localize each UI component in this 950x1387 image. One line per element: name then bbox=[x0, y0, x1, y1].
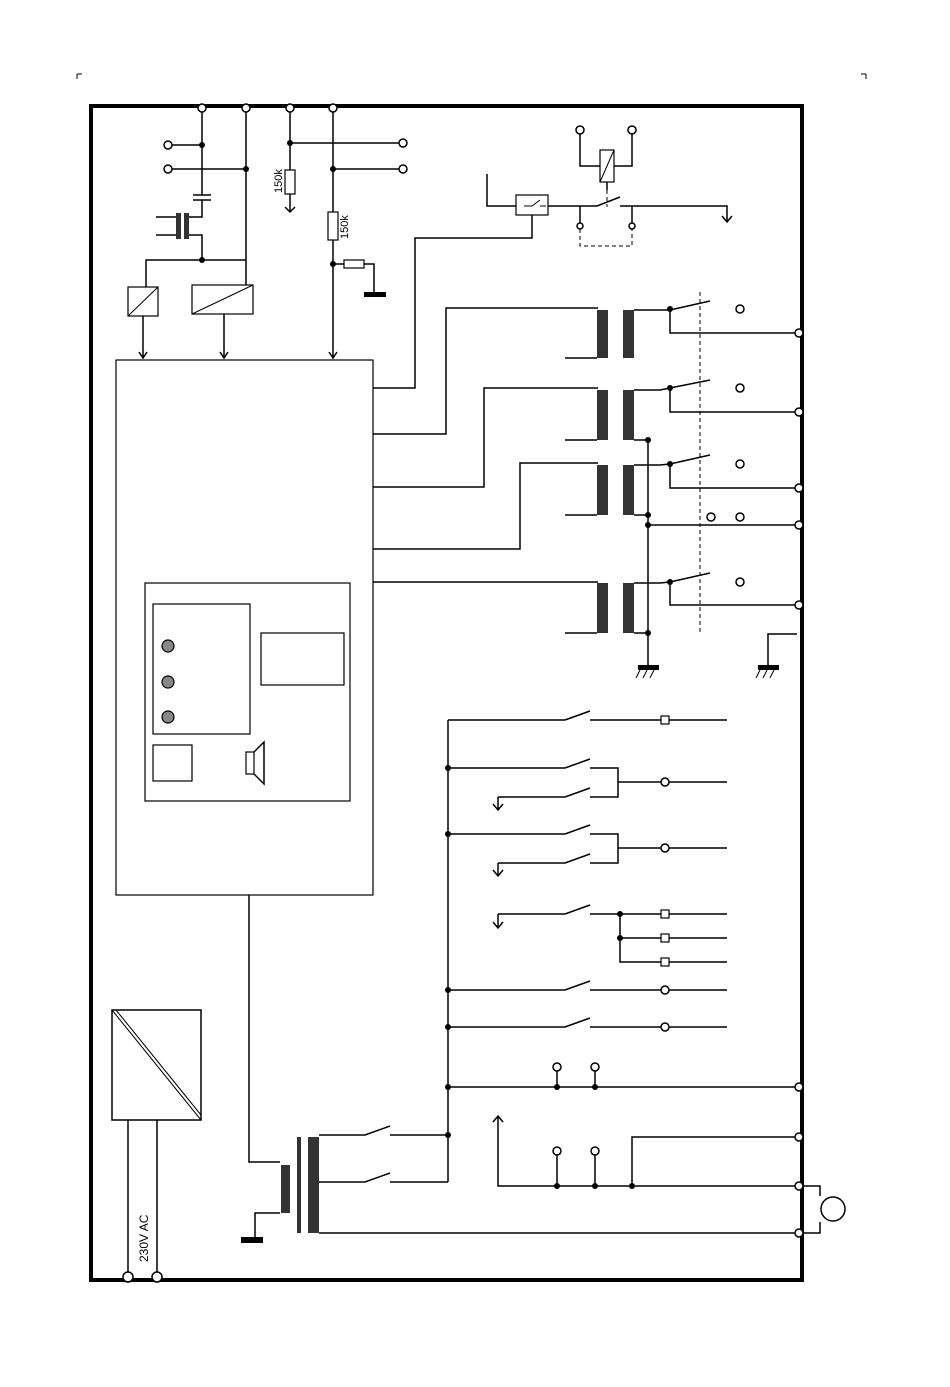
input-section: 150k 150k bbox=[128, 104, 407, 358]
edge-terminal-5 bbox=[795, 601, 803, 609]
output-transformer-1-secondary bbox=[623, 310, 634, 358]
indicator-led-2 bbox=[162, 676, 174, 688]
resistor-1-label: 150k bbox=[273, 169, 285, 193]
bus-terminal-4 bbox=[591, 1147, 599, 1155]
relay-contact-terminal-2 bbox=[629, 223, 635, 229]
output-transformer-4-secondary bbox=[623, 583, 634, 633]
power-transformer-primary bbox=[281, 1165, 290, 1213]
bus-terminal-3 bbox=[553, 1147, 561, 1155]
resistor-3 bbox=[344, 260, 364, 268]
resistor-2-label: 150k bbox=[339, 215, 351, 239]
bus-terminal-2 bbox=[591, 1063, 599, 1071]
output-transformer-3-secondary bbox=[623, 465, 634, 515]
top-terminal-4 bbox=[329, 104, 337, 112]
power-edge-terminal-3 bbox=[795, 1182, 803, 1190]
relay-contact-terminal-1 bbox=[577, 223, 583, 229]
contact-5-terminal bbox=[661, 986, 669, 994]
output-transformer-4-primary bbox=[597, 583, 608, 633]
indicator-led-1 bbox=[162, 640, 174, 652]
mains-terminal-1 bbox=[123, 1272, 133, 1282]
mains-label: 230V AC bbox=[137, 1214, 151, 1262]
output-transformer-3-primary bbox=[597, 465, 608, 515]
power-supply: 230V AC bbox=[112, 1010, 201, 1282]
ground-symbol-3 bbox=[758, 665, 779, 670]
output-transformer-1-primary bbox=[597, 310, 608, 358]
out-switch-3-terminal bbox=[736, 460, 744, 468]
keypad-box bbox=[153, 745, 192, 781]
top-terminal-2 bbox=[242, 104, 250, 112]
contact-4-terminal-2 bbox=[661, 934, 669, 942]
power-edge-terminal-2 bbox=[795, 1133, 803, 1141]
power-edge-terminal-4 bbox=[795, 1229, 803, 1237]
input-transformer bbox=[156, 213, 202, 260]
display-window bbox=[261, 633, 344, 685]
ground-symbol-4 bbox=[241, 1237, 263, 1243]
main-control-unit bbox=[116, 360, 373, 895]
indicator-led-3 bbox=[162, 711, 174, 723]
relay-coil-terminal-2 bbox=[628, 126, 636, 134]
left-terminal-2 bbox=[164, 165, 172, 173]
out-switch-2-terminal bbox=[736, 384, 744, 392]
contact-6-terminal bbox=[661, 1023, 669, 1031]
contact-4-terminal-1 bbox=[661, 910, 669, 918]
ground-symbol-2 bbox=[638, 665, 659, 670]
contact-4-terminal-3 bbox=[661, 958, 669, 966]
output-transformer-2-primary bbox=[597, 390, 608, 440]
edge-terminal-1 bbox=[795, 329, 803, 337]
top-terminal-3 bbox=[286, 104, 294, 112]
mains-terminal-2 bbox=[152, 1272, 162, 1282]
crop-marks bbox=[77, 74, 866, 79]
right-terminal-1 bbox=[399, 139, 407, 147]
common-terminal-2 bbox=[736, 513, 744, 521]
output-transformers bbox=[373, 292, 803, 678]
external-lamp bbox=[821, 1197, 845, 1221]
power-transformer-section bbox=[241, 895, 845, 1243]
contact-3-terminal bbox=[661, 844, 669, 852]
edge-terminal-2 bbox=[795, 408, 803, 416]
ground-symbol-1 bbox=[364, 292, 386, 297]
contact-bank bbox=[445, 711, 727, 1182]
edge-terminal-4 bbox=[795, 521, 803, 529]
bus-terminal-1 bbox=[553, 1063, 561, 1071]
power-transformer-secondary bbox=[308, 1137, 319, 1233]
resistor-2 bbox=[328, 212, 338, 240]
right-terminal-2 bbox=[399, 165, 407, 173]
contact-1-terminal bbox=[661, 716, 669, 724]
relay-section bbox=[373, 126, 732, 388]
resistor-1 bbox=[285, 170, 295, 194]
top-terminal-1 bbox=[198, 104, 206, 112]
edge-terminal-3 bbox=[795, 484, 803, 492]
signal-switch-box bbox=[516, 195, 548, 215]
relay-coil-terminal-1 bbox=[576, 126, 584, 134]
contact-2-terminal bbox=[661, 778, 669, 786]
out-switch-1-terminal bbox=[736, 305, 744, 313]
out-switch-4-terminal bbox=[736, 578, 744, 586]
common-terminal-1 bbox=[707, 513, 715, 521]
power-edge-terminal-1 bbox=[795, 1083, 803, 1091]
capacitor bbox=[193, 195, 211, 200]
left-terminal-1 bbox=[164, 141, 172, 149]
output-transformer-2-secondary bbox=[623, 390, 634, 440]
